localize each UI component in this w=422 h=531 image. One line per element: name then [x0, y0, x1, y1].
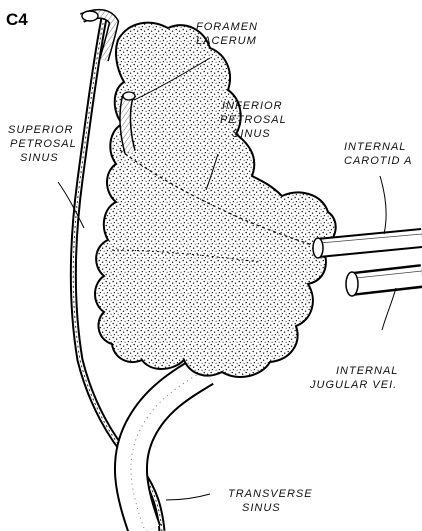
svg-text:SINUS: SINUS	[232, 128, 271, 140]
leader-internal-carotid	[380, 176, 386, 234]
svg-text:JUGULAR VEI.: JUGULAR VEI.	[309, 379, 397, 391]
svg-text:SINUS: SINUS	[242, 502, 281, 514]
svg-text:FORAMEN: FORAMEN	[196, 21, 258, 33]
label-transverse-sinus: TRANSVERSE SINUS	[228, 488, 313, 514]
panel-label: C4	[6, 10, 28, 29]
internal-carotid-artery	[313, 234, 422, 258]
label-internal-carotid: INTERNAL CAROTID A	[344, 141, 413, 167]
svg-text:INFERIOR: INFERIOR	[222, 100, 283, 112]
svg-text:PETROSAL: PETROSAL	[220, 114, 287, 126]
leader-internal-jugular	[382, 288, 396, 330]
svg-text:INTERNAL: INTERNAL	[344, 141, 406, 153]
transverse-sinus-vessel	[131, 370, 205, 531]
svg-text:SUPERIOR: SUPERIOR	[8, 124, 73, 136]
svg-text:SINUS: SINUS	[20, 152, 59, 164]
label-internal-jugular-vein: INTERNAL JUGULAR VEI.	[309, 365, 398, 391]
label-foramen-lacerum: FORAMEN LACERUM	[196, 21, 258, 47]
svg-text:PETROSAL: PETROSAL	[10, 138, 77, 150]
svg-text:CAROTID A: CAROTID A	[344, 155, 413, 167]
svg-text:LACERUM: LACERUM	[196, 35, 257, 47]
internal-jugular-vein	[346, 271, 422, 296]
svg-text:TRANSVERSE: TRANSVERSE	[228, 488, 313, 500]
venous-plexus-mass	[95, 23, 336, 377]
svg-text:INTERNAL: INTERNAL	[336, 365, 398, 377]
label-superior-petrosal-sinus: SUPERIOR PETROSAL SINUS	[8, 124, 77, 164]
leader-transverse-sinus	[166, 494, 210, 500]
